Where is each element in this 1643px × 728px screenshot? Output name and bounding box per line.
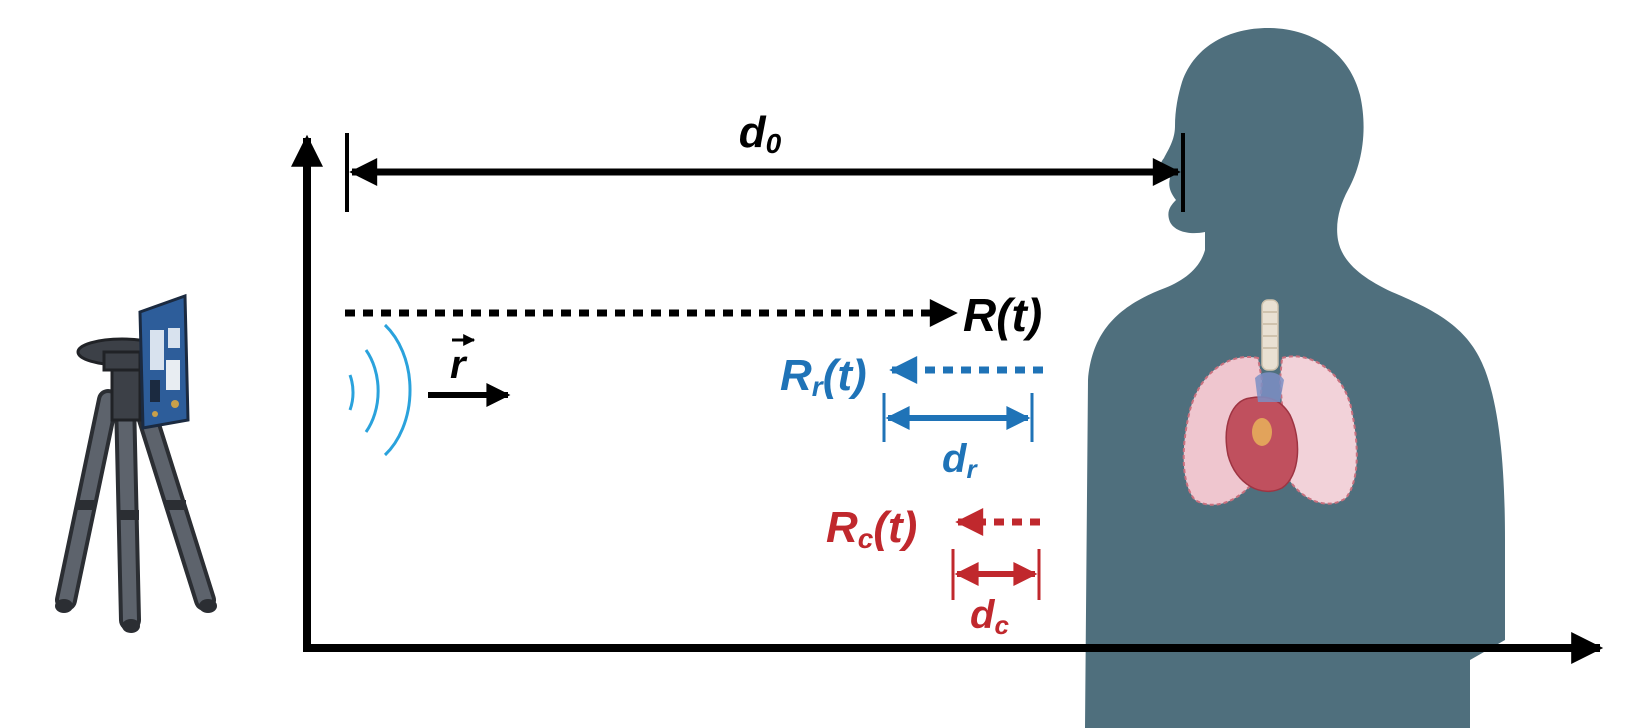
lungs-heart-icon <box>1182 299 1358 506</box>
dc-label: dc <box>970 593 1009 640</box>
dr-dimension: dr <box>882 393 1034 484</box>
R-t-label: R(t) <box>963 289 1042 341</box>
axes <box>291 134 1604 664</box>
direction-vector: r <box>428 334 511 407</box>
radar-wave-icon <box>348 323 412 457</box>
radar-on-tripod-icon <box>55 293 217 633</box>
d0-dimension: d0 <box>345 108 1185 212</box>
d0-label: d0 <box>739 108 782 159</box>
Rc-t-label: Rc(t) <box>826 503 917 554</box>
dc-dimension: dc <box>951 549 1041 640</box>
transmitted-signal: R(t) <box>345 289 1042 341</box>
Rr-t-label: Rr(t) <box>780 351 867 402</box>
r-vector-label: r <box>450 343 468 387</box>
dr-label: dr <box>942 437 978 484</box>
respiration-reflection: Rr(t) <box>780 351 1043 402</box>
cardiac-reflection: Rc(t) <box>826 503 1040 554</box>
